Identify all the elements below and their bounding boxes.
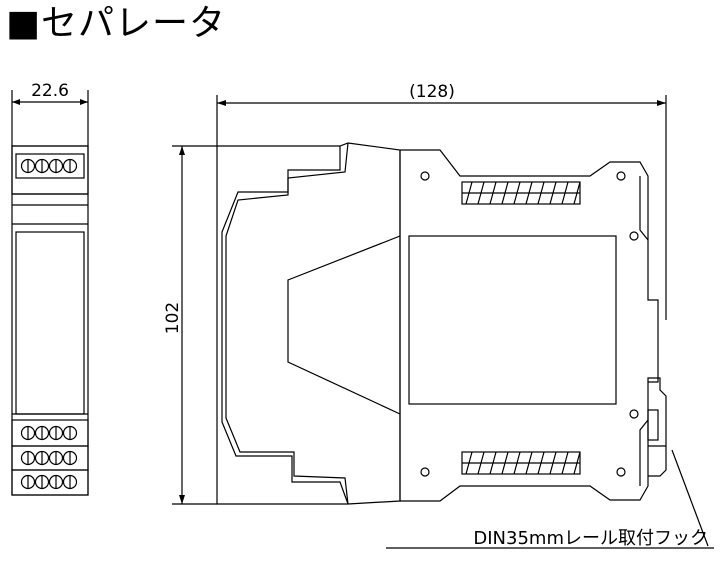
din-rail-hook — [647, 377, 667, 477]
front-housing — [11, 145, 89, 496]
width-dimension: 22.6 — [11, 81, 89, 146]
height-dimension: 102 — [163, 145, 217, 505]
bottom-terminal-screws — [20, 425, 78, 490]
din-rail-callout: DIN35mmレール取付フック — [386, 449, 714, 549]
width-dimension-label: 22.6 — [31, 81, 69, 101]
side-front-cover — [216, 142, 401, 505]
front-label-window — [15, 231, 85, 415]
front-view: 22.6 — [11, 81, 89, 496]
page-title: ■セパレータ — [6, 3, 227, 44]
top-vent-slots — [461, 181, 581, 205]
height-dimension-label: 102 — [163, 302, 183, 334]
side-label-panel — [408, 235, 617, 405]
side-view: (128) 102 — [163, 82, 667, 505]
depth-dimension: (128) — [216, 82, 667, 320]
din-rail-hook-label: DIN35mmレール取付フック — [473, 528, 708, 549]
top-terminal-screws — [20, 158, 78, 174]
bottom-vent-slots — [461, 451, 581, 475]
depth-dimension-label: (128) — [409, 82, 455, 102]
side-main-housing — [399, 149, 659, 502]
